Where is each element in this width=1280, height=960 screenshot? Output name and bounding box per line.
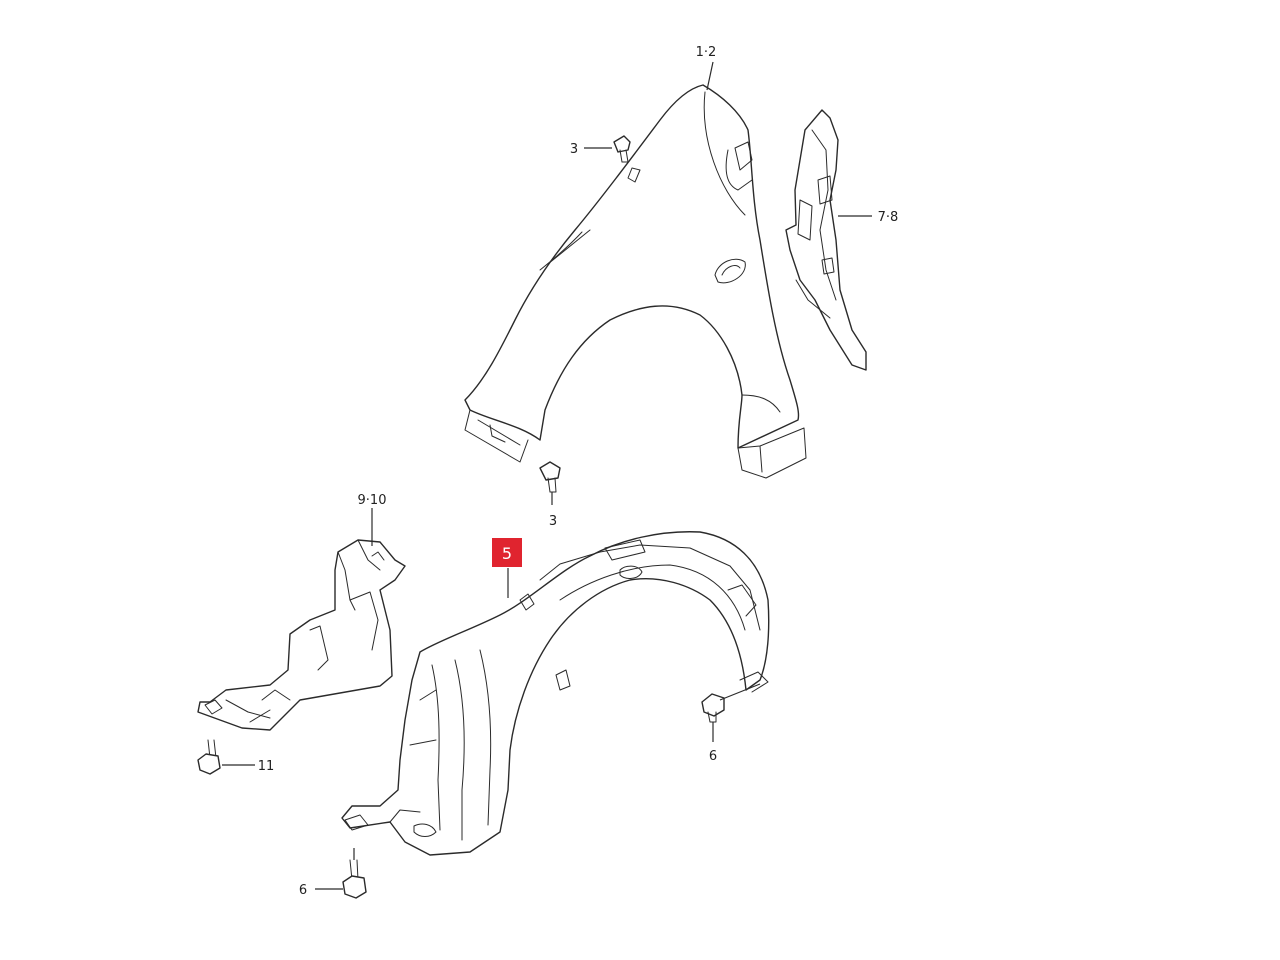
callout-bolt-guard: 11 [258, 759, 275, 774]
upper-bolt-part[interactable] [613, 135, 631, 163]
right-clip-part[interactable] [701, 693, 725, 723]
callout-clip-right: 6 [709, 749, 717, 764]
callout-clip-bottom: 6 [299, 883, 307, 898]
lower-bolt-part[interactable] [539, 461, 561, 493]
callout-bracket: 7·8 [878, 210, 899, 225]
leader-lines [222, 61, 872, 890]
front-fender-part[interactable] [464, 84, 807, 479]
callout-fender-liner: 5 [502, 544, 512, 563]
callout-bolt-upper: 3 [570, 142, 578, 157]
bottom-clip-part[interactable] [342, 859, 367, 899]
callout-splash-guard: 9·10 [358, 493, 387, 508]
fender-bracket-part[interactable] [785, 109, 867, 371]
callout-fender: 1·2 [696, 45, 717, 60]
highlighted-callout-fender-liner[interactable]: 5 [492, 538, 522, 567]
splash-guard-part[interactable] [197, 539, 406, 731]
fender-liner-part[interactable] [341, 531, 770, 856]
highlight-box [492, 538, 522, 567]
guard-bolt-part[interactable] [197, 739, 221, 775]
callout-bolt-lower: 3 [549, 514, 557, 529]
